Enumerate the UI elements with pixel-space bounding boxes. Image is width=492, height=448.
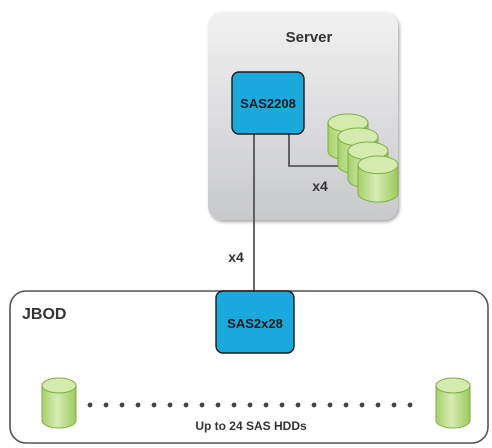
- continuation-dot: [311, 402, 317, 408]
- continuation-dot: [391, 402, 397, 408]
- continuation-dot: [167, 402, 173, 408]
- continuation-dot: [119, 402, 125, 408]
- continuation-dot: [215, 402, 221, 408]
- sas2x28-expander: SAS2x28: [215, 290, 295, 354]
- continuation-dot: [103, 402, 109, 408]
- controller-label: SAS2208: [240, 96, 296, 111]
- continuation-dot: [135, 402, 141, 408]
- continuation-dot: [327, 402, 333, 408]
- uplink-width-label: x4: [228, 249, 244, 265]
- server-title: Server: [286, 29, 333, 46]
- continuation-dot: [87, 402, 93, 408]
- continuation-dot: [375, 402, 381, 408]
- continuation-dot: [407, 402, 413, 408]
- sas2208-controller: SAS2208: [231, 71, 305, 135]
- continuation-dot: [295, 402, 301, 408]
- continuation-dot: [183, 402, 189, 408]
- controller-to-drives-cable: [288, 132, 344, 167]
- server-drive-stack: [327, 113, 399, 203]
- continuation-dot: [231, 402, 237, 408]
- continuation-dot: [151, 402, 157, 408]
- drive-continuation-dots: [87, 402, 413, 408]
- server-drive-4: [357, 155, 399, 203]
- continuation-dot: [263, 402, 269, 408]
- server-link-width-label: x4: [312, 178, 328, 194]
- hdd-icon: [435, 377, 471, 429]
- continuation-dot: [359, 402, 365, 408]
- continuation-dot: [343, 402, 349, 408]
- jbod-title: JBOD: [22, 306, 66, 323]
- continuation-dot: [199, 402, 205, 408]
- jbod-drive-right: [435, 377, 471, 429]
- hdd-icon: [41, 377, 77, 429]
- continuation-dot: [247, 402, 253, 408]
- continuation-dot: [279, 402, 285, 408]
- jbod-drive-left: [41, 377, 77, 429]
- expander-label: SAS2x28: [227, 316, 283, 331]
- jbod-enclosure: JBOD: [9, 290, 489, 444]
- jbod-capacity-caption: Up to 24 SAS HDDs: [195, 419, 307, 433]
